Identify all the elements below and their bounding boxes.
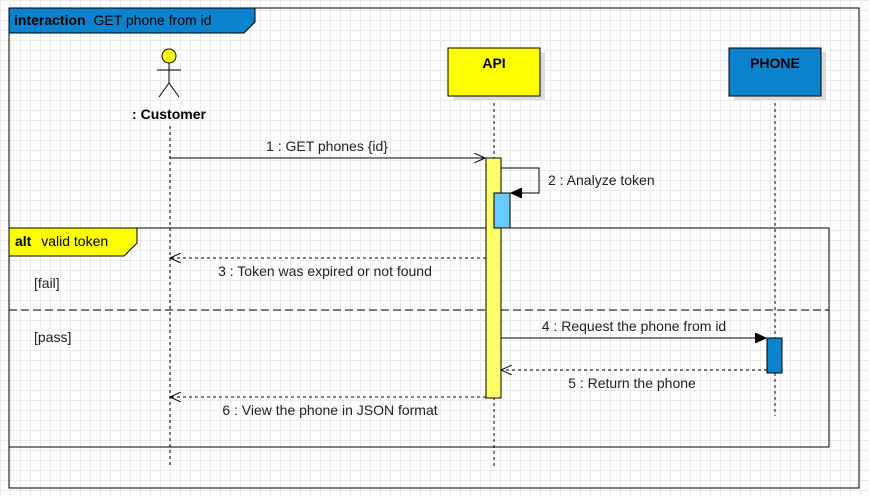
interaction-name: GET phone from id bbox=[93, 12, 211, 28]
interaction-frame-label-tab bbox=[8, 7, 256, 34]
message-1-label: 1 : GET phones {id} bbox=[266, 138, 388, 154]
interaction-keyword: interaction bbox=[14, 12, 86, 28]
message-3-label: 3 : Token was expired or not found bbox=[218, 263, 432, 279]
alt-condition: valid token bbox=[41, 233, 108, 249]
customer-actor-icon[interactable] bbox=[157, 48, 181, 98]
phone-activation[interactable] bbox=[766, 337, 783, 374]
interaction-frame-label: interaction GET phone from id bbox=[14, 12, 212, 28]
api-self-activation[interactable] bbox=[493, 192, 511, 229]
message-2-label: 2 : Analyze token bbox=[548, 172, 655, 188]
alt-fragment-label: alt valid token bbox=[15, 233, 108, 249]
alt-fragment[interactable] bbox=[8, 227, 830, 448]
customer-label: : Customer bbox=[132, 106, 206, 122]
phone-label: PHONE bbox=[750, 55, 800, 71]
message-4-label: 4 : Request the phone from id bbox=[542, 318, 726, 334]
message-6-label: 6 : View the phone in JSON format bbox=[222, 402, 437, 418]
api-label: API bbox=[482, 55, 505, 71]
guard-pass: [pass] bbox=[34, 329, 71, 345]
phone-lifeline-head[interactable] bbox=[728, 47, 822, 97]
api-lifeline-head[interactable] bbox=[447, 47, 541, 97]
message-2-arrow[interactable] bbox=[501, 167, 540, 193]
message-5-label: 5 : Return the phone bbox=[568, 375, 696, 391]
guard-fail: [fail] bbox=[34, 275, 60, 291]
alt-fragment-label-tab bbox=[8, 227, 138, 257]
alt-keyword: alt bbox=[15, 233, 32, 249]
